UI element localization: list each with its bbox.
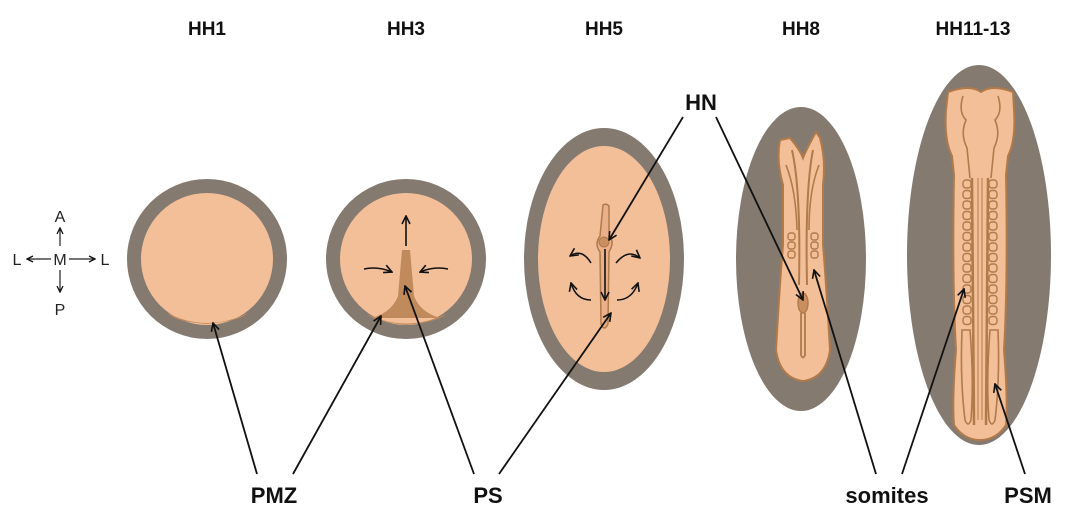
somite [963,285,971,293]
label-pmz: PMZ [251,483,297,508]
somite [989,254,997,262]
somite [989,233,997,241]
hensens-node [798,293,808,313]
embryo-body [946,88,1015,440]
label-somites: somites [845,483,928,508]
somite [963,254,971,262]
somite [788,251,795,258]
axis-right-label: L [101,252,110,269]
somite [788,233,795,240]
somite [989,243,997,251]
somite [788,242,795,249]
somite [811,242,818,249]
somite [989,222,997,230]
embryo-hh11-13 [907,65,1051,445]
label-psm: PSM [1004,483,1052,508]
area-pellucida [141,193,273,325]
somite [989,180,997,188]
stage-title-hh8: HH8 [782,19,820,40]
axis-compass: A P M L L [13,209,110,319]
embryo-body [776,132,830,381]
somite [989,201,997,209]
somite [989,285,997,293]
axis-posterior-label: P [55,302,66,319]
embryo-hh8 [736,107,866,411]
somite [963,264,971,272]
somite [989,275,997,283]
axis-anterior-label: A [55,209,66,226]
somite [963,306,971,314]
somite [963,317,971,325]
somite [811,251,818,258]
somite [963,243,971,251]
embryo-hh5 [524,128,684,390]
stage-title-hh3: HH3 [387,19,425,40]
somite [963,191,971,199]
pmz-pointer-hh3 [293,316,381,474]
somite [963,222,971,230]
embryo-hh1 [127,179,287,339]
somite [963,180,971,188]
somite [989,296,997,304]
somite [963,233,971,241]
axis-middle-label: M [53,252,66,269]
somite [963,201,971,209]
somite [989,264,997,272]
somite [989,191,997,199]
somite [989,317,997,325]
somite [989,306,997,314]
somite [811,233,818,240]
stage-title-hh11-13: HH11-13 [936,19,1011,40]
somite [963,296,971,304]
label-ps: PS [473,483,502,508]
pmz-pointer-hh1 [213,323,257,474]
hensens-node [599,237,609,247]
label-hn: HN [685,90,717,115]
somite [989,212,997,220]
somite [963,212,971,220]
stage-title-hh5: HH5 [585,19,623,40]
axis-left-label: L [13,252,22,269]
stage-title-hh1: HH1 [188,19,226,40]
somite [963,275,971,283]
embryo-hh3 [326,179,486,339]
